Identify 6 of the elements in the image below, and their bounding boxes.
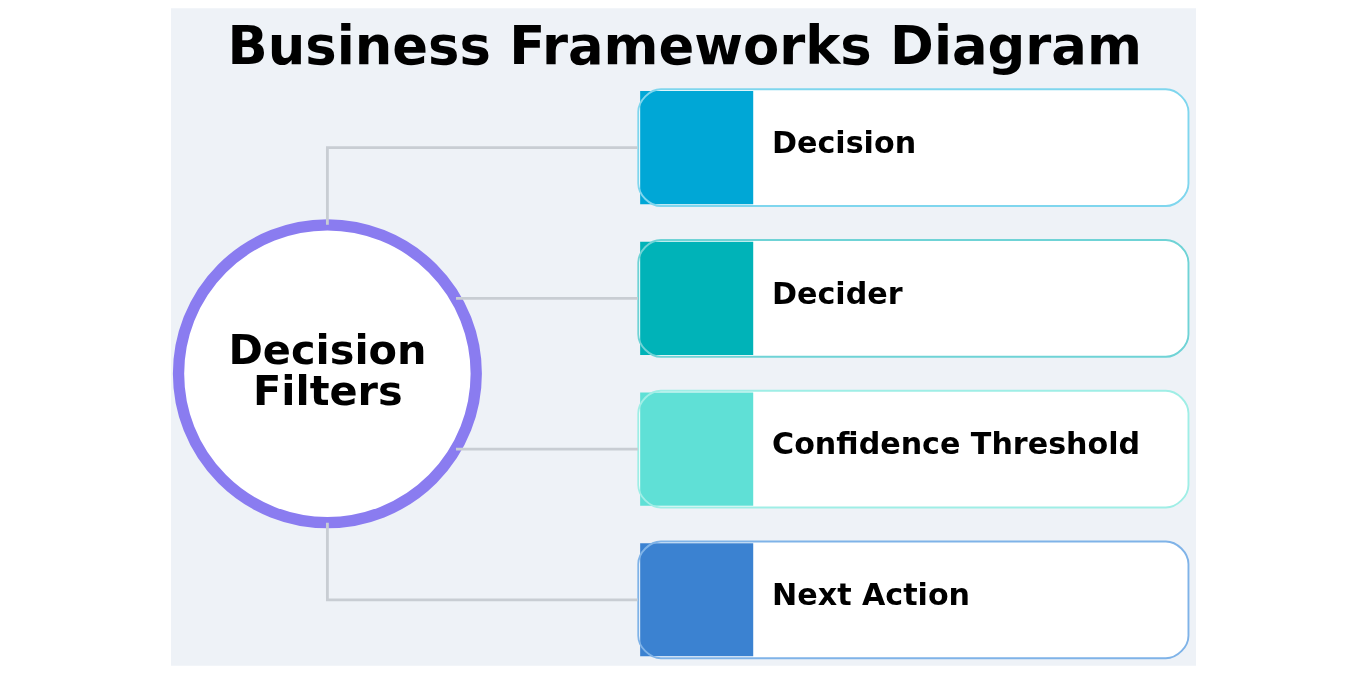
connector [325,146,638,225]
connector [325,522,638,602]
connector [455,296,638,300]
diagram-title: Business Frameworks Diagram [227,14,1142,76]
connector [455,447,638,451]
node-circle: Decision Filters [172,219,482,529]
